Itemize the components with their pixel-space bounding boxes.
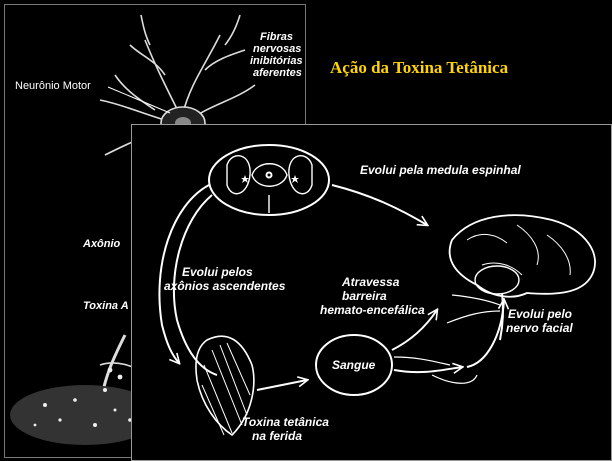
brain bbox=[450, 215, 595, 297]
toxin-label: Toxina A bbox=[83, 300, 129, 312]
barrier-label-line1: Atravessa bbox=[342, 275, 399, 289]
ascending-axons-label-line2: axônios ascendentes bbox=[164, 279, 285, 293]
motor-neuron-label: Neurônio Motor bbox=[15, 80, 91, 92]
ascending-axons-label-line1: Evolui pelos bbox=[182, 265, 253, 279]
inhibitory-fibers-label-line1: Fibras bbox=[260, 31, 293, 43]
wound-label-line2: na ferida bbox=[252, 429, 302, 443]
spinal-cord-evolution-label: Evolui pela medula espinhal bbox=[360, 163, 521, 177]
slide-title: Ação da Toxina Tetânica bbox=[330, 58, 508, 78]
barrier-label-line3: hemato-encefálica bbox=[320, 303, 425, 317]
barrier-label-line2: barreira bbox=[342, 289, 387, 303]
inhibitory-fibers-label-line4: aferentes bbox=[253, 67, 302, 79]
facial-nerve-label-line1: Evolui pelo bbox=[508, 307, 572, 321]
inhibitory-fibers-label-line3: inibitórias bbox=[250, 55, 303, 67]
axon-label: Axônio bbox=[83, 238, 120, 250]
wound-label-line1: Toxina tetânica bbox=[242, 415, 329, 429]
facial-nerve-label-line2: nervo facial bbox=[506, 321, 573, 335]
inhibitory-fibers-label-line2: nervosas bbox=[253, 43, 301, 55]
front-panel-toxin-pathway: Evolui pela medula espinhal Evolui pelos… bbox=[131, 124, 612, 461]
blood-label: Sangue bbox=[332, 358, 375, 372]
